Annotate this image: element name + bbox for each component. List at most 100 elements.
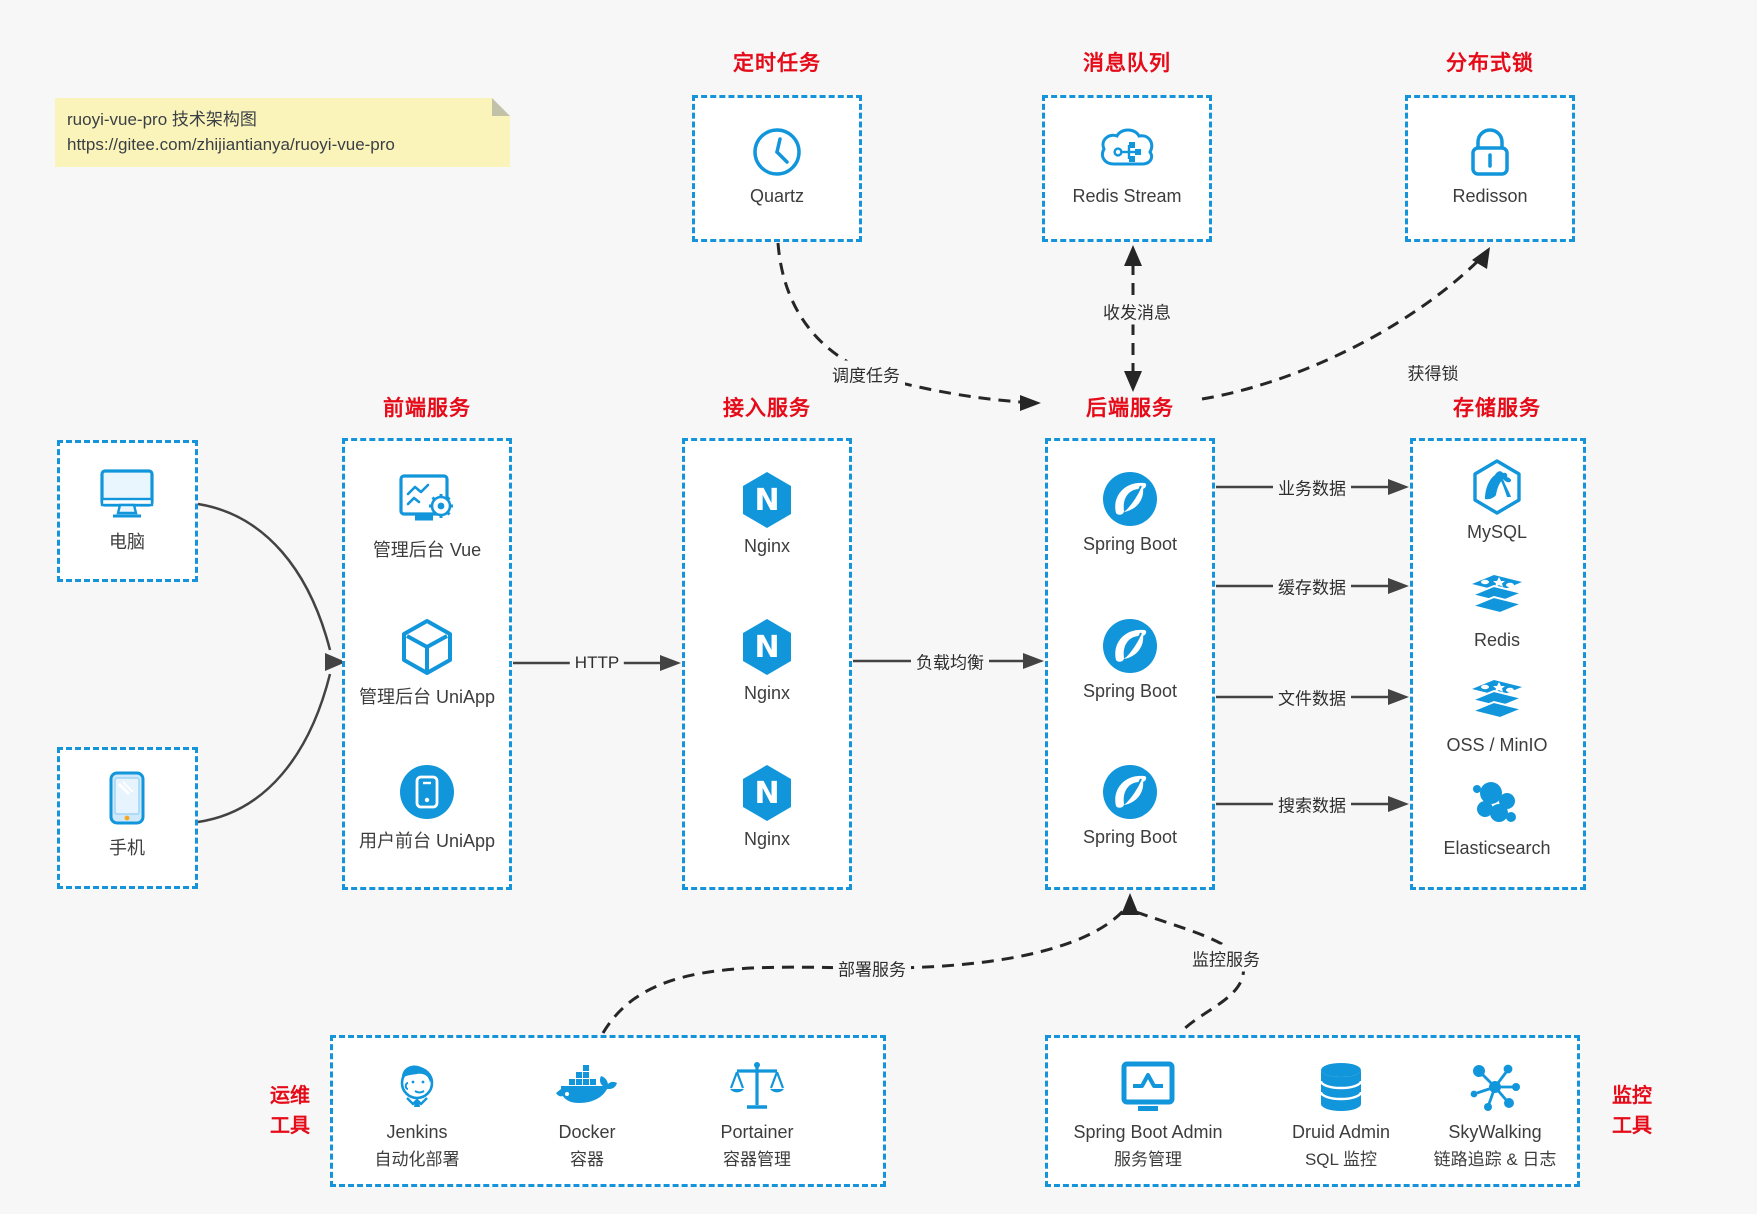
arrowhead-frontend [325,653,346,671]
box-ops-tools [330,1035,886,1187]
mobile-icon [109,771,145,825]
edge-label-message: 收发消息 [1098,297,1176,325]
node-druid-admin: Druid Admin SQL 监控 [1256,1058,1426,1170]
edge-label-biz-data: 业务数据 [1273,473,1351,501]
node-nginx-2: N Nginx [682,617,852,704]
desktop-icon [100,469,154,518]
label-monitor-tools: 监控 工具 [1612,1081,1652,1141]
node-redis-stream: Redis Stream [1042,124,1212,207]
node-nginx-1: N Nginx [682,470,852,557]
clock-icon [753,128,801,176]
label-ops-line2: 工具 [270,1115,310,1137]
edge-label-lock: 获得锁 [1402,358,1464,386]
svg-text:N: N [754,483,779,518]
node-portainer-label: Portainer [720,1122,794,1142]
node-spring-boot-1-label: Spring Boot [1082,534,1178,554]
node-admin-vue: 管理后台 Vue [342,470,512,562]
node-docker-label: Docker [558,1122,616,1142]
node-druid-admin-label: Druid Admin [1291,1122,1391,1142]
node-docker-sublabel: 容器 [570,1150,604,1169]
cloud-stream-icon [1100,128,1154,166]
node-skywalking: SkyWalking 链路追踪 & 日志 [1410,1058,1580,1170]
arrowhead-http [660,655,681,671]
title-frontend-services: 前端服务 [383,397,471,420]
arrowhead-schedule [1020,395,1041,411]
node-oss-minio-label: OSS / MinIO [1446,735,1548,755]
label-monitor-line2: 工具 [1612,1115,1652,1137]
node-redis: Redis [1412,566,1582,651]
edge-label-monitor: 监控服务 [1187,944,1265,972]
arrowhead-lock [1472,247,1490,269]
node-spring-boot-1: Spring Boot [1045,470,1215,555]
node-jenkins: Jenkins 自动化部署 [332,1058,502,1170]
title-storage-services: 存储服务 [1453,397,1541,420]
arrowhead-biz [1388,479,1409,495]
database-icon [1319,1063,1363,1111]
arrowhead-deploy-monitor [1121,893,1139,915]
arrowhead-message-down [1124,371,1142,392]
node-elasticsearch: Elasticsearch [1412,774,1582,859]
node-jenkins-sublabel: 自动化部署 [374,1150,460,1169]
jenkins-icon [400,1065,434,1107]
edge-label-http: HTTP [569,652,625,674]
node-redisson: Redisson [1405,124,1575,207]
arrowhead-message-up [1124,245,1142,266]
node-quartz: Quartz [692,124,862,207]
title-message-queue: 消息队列 [1083,52,1171,75]
node-skywalking-sublabel: 链路追踪 & 日志 [1433,1150,1557,1169]
node-spring-boot-admin-label: Spring Boot Admin [1073,1122,1223,1142]
node-redisson-label: Redisson [1452,186,1528,206]
arrowhead-cache [1388,578,1409,594]
sticky-note: ruoyi-vue-pro 技术架构图 https://gitee.com/zh… [55,98,510,167]
node-redis-stream-label: Redis Stream [1072,186,1182,206]
edge-label-file-data: 文件数据 [1273,683,1351,711]
node-desktop-label: 电脑 [109,532,145,552]
elasticsearch-cluster-icon [1473,782,1516,822]
node-spring-boot-3-label: Spring Boot [1082,827,1178,847]
node-docker: Docker 容器 [502,1058,672,1170]
edge-label-search-data: 搜索数据 [1273,790,1351,818]
label-ops-tools: 运维 工具 [270,1081,310,1141]
node-elasticsearch-label: Elasticsearch [1443,838,1551,858]
node-nginx-1-label: Nginx [743,536,791,556]
node-redis-label: Redis [1473,630,1521,650]
node-spring-boot-admin: Spring Boot Admin 服务管理 [1063,1058,1233,1170]
label-ops-line1: 运维 [270,1085,310,1107]
node-user-uniapp-label: 用户前台 UniApp [358,831,496,851]
node-admin-uniapp: 管理后台 UniApp [342,617,512,709]
edge-label-schedule: 调度任务 [827,360,905,388]
node-druid-admin-sublabel: SQL 监控 [1304,1150,1378,1169]
arrowhead-search [1388,796,1409,812]
arrowhead-file [1388,689,1409,705]
mobile-app-circle-icon [400,765,454,819]
node-portainer-sublabel: 容器管理 [723,1150,791,1169]
redis-stack-icon [1468,575,1526,615]
lock-icon [1471,128,1509,176]
box-redis-stream [1042,95,1212,242]
title-distributed-lock: 分布式锁 [1446,52,1534,75]
node-oss-minio: OSS / MinIO [1412,671,1582,756]
title-scheduled-tasks: 定时任务 [733,52,821,75]
node-quartz-label: Quartz [749,186,805,206]
title-backend-services: 后端服务 [1086,397,1174,420]
nginx-icon: N [743,619,791,675]
node-spring-boot-3: Spring Boot [1045,763,1215,848]
node-nginx-3: N Nginx [682,763,852,850]
nginx-icon: N [743,765,791,821]
label-monitor-line1: 监控 [1612,1085,1652,1107]
node-mobile-label: 手机 [109,838,145,858]
note-fold-corner [492,98,510,116]
node-mysql: MySQL [1412,458,1582,543]
nginx-icon: N [743,472,791,528]
edge-desktop-to-frontend [197,502,332,651]
admin-dashboard-gear-icon [399,474,453,521]
node-mysql-label: MySQL [1466,522,1527,542]
node-spring-boot-2: Spring Boot [1045,617,1215,702]
note-title: ruoyi-vue-pro 技术架构图 [67,110,257,129]
spring-boot-icon [1103,619,1157,673]
mysql-icon [1473,459,1521,515]
node-nginx-2-label: Nginx [743,683,791,703]
node-user-uniapp: 用户前台 UniApp [342,763,512,853]
note-url: https://gitee.com/zhijiantianya/ruoyi-vu… [67,135,395,154]
